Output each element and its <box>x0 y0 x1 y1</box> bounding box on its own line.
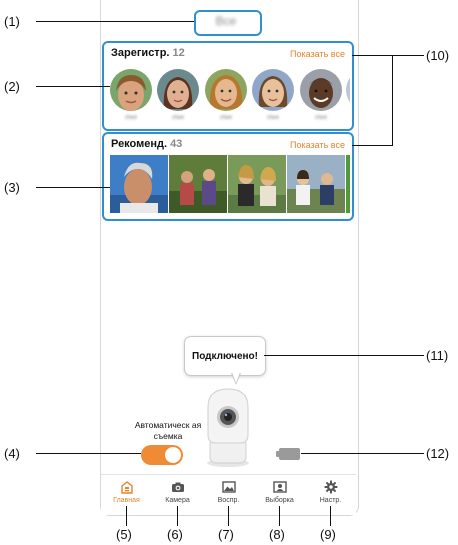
recommended-photo-partial <box>346 155 350 213</box>
callout-line <box>228 506 229 526</box>
recommended-show-all-link[interactable]: Показать все <box>290 140 345 150</box>
avatar[interactable] <box>110 69 152 111</box>
bubble-tail-inner <box>232 372 240 383</box>
callout-line <box>392 55 424 56</box>
tab-label: Камера <box>165 497 190 504</box>
callout-7: (7) <box>218 527 234 542</box>
callout-11: (11) <box>426 348 449 363</box>
camera-device-image <box>205 387 251 467</box>
auto-shoot-toggle[interactable] <box>141 445 183 465</box>
recommended-photo[interactable] <box>228 155 286 213</box>
callout-line <box>36 453 141 454</box>
tab-label: Выборка <box>265 497 294 504</box>
avatar[interactable] <box>300 69 342 111</box>
avatar-name: Имя <box>220 115 232 121</box>
tab-home[interactable]: Главная <box>101 475 152 515</box>
header-highlight <box>194 10 262 36</box>
registered-count: 12 <box>172 47 185 59</box>
callout-line <box>352 145 392 146</box>
callout-8: (8) <box>269 527 285 542</box>
gallery-icon <box>221 481 236 493</box>
callout-4: (4) <box>4 446 20 461</box>
avatar[interactable] <box>205 69 247 111</box>
recommended-photo[interactable] <box>110 155 168 213</box>
callout-line <box>264 355 424 356</box>
avatar[interactable] <box>157 69 199 111</box>
tab-selection[interactable]: Выборка <box>254 475 305 515</box>
callout-5: (5) <box>116 527 132 542</box>
callout-6: (6) <box>167 527 183 542</box>
callout-12: (12) <box>426 446 450 461</box>
tab-settings[interactable]: Настр. <box>305 475 356 515</box>
avatar-name: Имя <box>267 115 279 121</box>
connection-status-bubble: Подключено! <box>184 336 266 376</box>
home-icon <box>120 481 133 494</box>
tab-label: Воспр. <box>217 497 240 504</box>
avatar[interactable] <box>252 69 294 111</box>
recommended-photo[interactable] <box>287 155 345 213</box>
avatar-name: Имя <box>125 115 137 121</box>
camera-icon <box>171 482 184 492</box>
callout-9: (9) <box>320 527 336 542</box>
avatar-name: Имя <box>172 115 184 121</box>
header-title[interactable]: Все <box>215 14 237 28</box>
avatar-name: Имя <box>315 115 327 121</box>
battery-icon <box>279 448 300 460</box>
recommended-highlight <box>102 132 354 221</box>
callout-1: (1) <box>4 14 20 29</box>
tab-label: Настр. <box>319 497 342 504</box>
auto-shoot-label: Автоматическ ая съемка <box>134 420 202 441</box>
callout-3: (3) <box>4 180 20 195</box>
callout-10: (10) <box>426 48 450 63</box>
recommended-count: 43 <box>170 138 183 150</box>
battery-tip <box>276 451 279 457</box>
recommended-title: Рекоменд.43 <box>111 138 183 150</box>
toggle-knob <box>165 447 181 463</box>
callout-line <box>36 21 194 22</box>
callout-line <box>279 506 280 526</box>
selection-icon <box>272 481 287 493</box>
callout-line <box>330 506 331 526</box>
callout-line <box>177 506 178 526</box>
tab-label: Главная <box>113 497 140 504</box>
recommended-photo[interactable] <box>169 155 227 213</box>
callout-line <box>392 55 393 146</box>
callout-line <box>352 55 392 56</box>
gear-icon <box>324 480 337 494</box>
callout-line <box>301 453 424 454</box>
callout-line <box>126 506 127 526</box>
registered-show-all-link[interactable]: Показать все <box>290 49 345 59</box>
callout-line <box>36 187 110 188</box>
callout-line <box>36 86 110 87</box>
registered-title: Зарегистр.12 <box>111 47 185 59</box>
tab-camera[interactable]: Камера <box>152 475 203 515</box>
avatar-partial <box>346 69 350 111</box>
callout-2: (2) <box>4 79 20 94</box>
tab-playback[interactable]: Воспр. <box>203 475 254 515</box>
